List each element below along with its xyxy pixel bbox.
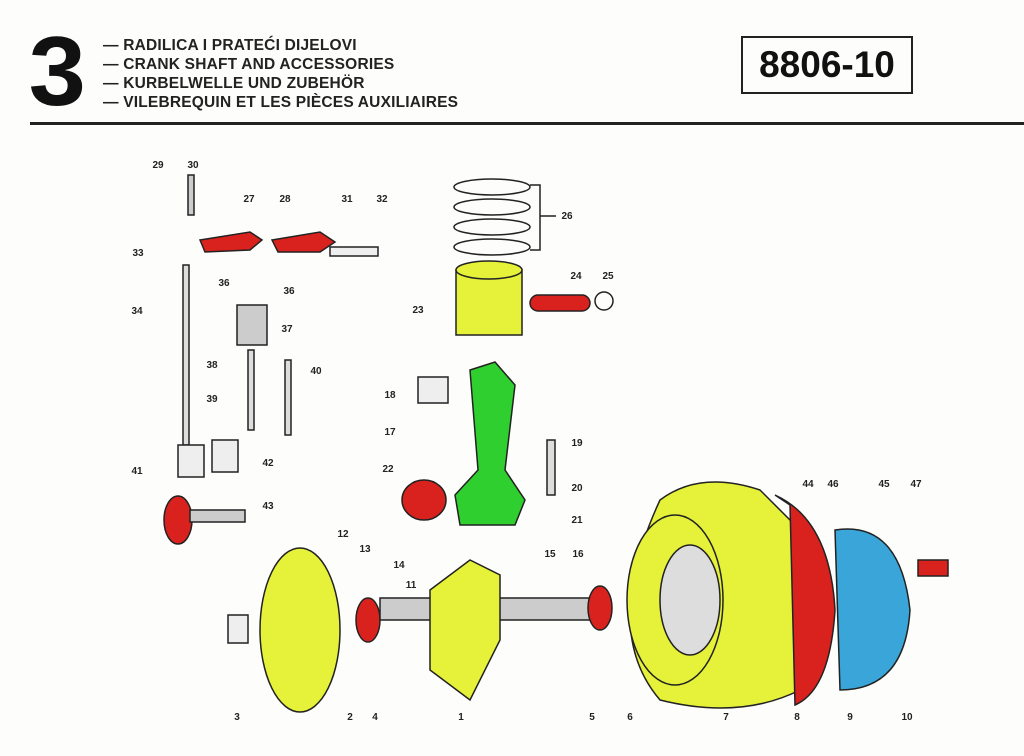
callout-24: 24 <box>570 271 582 282</box>
callout-2: 2 <box>347 712 353 723</box>
bolt-19 <box>546 439 556 496</box>
callout-21: 21 <box>571 515 583 526</box>
header-divider <box>30 122 1024 125</box>
piston-ring-26 <box>453 178 531 196</box>
callout-34: 34 <box>131 306 143 317</box>
callout-20: 20 <box>571 483 583 494</box>
rocker-arm-28 <box>270 231 337 253</box>
callout-29: 29 <box>152 160 164 171</box>
callout-45: 45 <box>878 479 890 490</box>
callout-30: 30 <box>187 160 199 171</box>
callout-36: 36 <box>218 278 230 289</box>
callout-26: 26 <box>561 211 573 222</box>
title-croatian: — RADILICA I PRATEĆI DIJELOVI <box>103 37 357 54</box>
callout-32: 32 <box>376 194 388 205</box>
rocker-arm-27 <box>198 231 264 253</box>
callout-46: 46 <box>827 479 839 490</box>
section-number: 3 <box>28 16 86 126</box>
adjust-screw-30 <box>187 174 195 216</box>
piston-pin-24 <box>529 294 591 312</box>
callout-15: 15 <box>544 549 556 560</box>
connecting-rod-17 <box>454 361 526 526</box>
callout-38: 38 <box>206 360 218 371</box>
ring-gear-8 <box>774 494 836 707</box>
callout-19: 19 <box>571 438 583 449</box>
callout-39: 39 <box>206 394 218 405</box>
valve-spring-37 <box>236 304 268 346</box>
callout-14: 14 <box>393 560 405 571</box>
rocker-shaft-31 <box>329 246 379 257</box>
callout-25: 25 <box>602 271 614 282</box>
section-titles: — RADILICA I PRATEĆI DIJELOVI — CRANK SH… <box>103 36 458 112</box>
callout-12: 12 <box>337 529 349 540</box>
callout-44: 44 <box>802 479 814 490</box>
callout-8: 8 <box>794 712 800 723</box>
callout-6: 6 <box>627 712 633 723</box>
callout-41: 41 <box>131 466 143 477</box>
callout-13: 13 <box>359 544 371 555</box>
callout-16: 16 <box>572 549 584 560</box>
bolt-10 <box>917 559 949 577</box>
callout-9: 9 <box>847 712 853 723</box>
clutch-9 <box>834 528 911 691</box>
callout-28: 28 <box>279 194 291 205</box>
callout-47: 47 <box>910 479 922 490</box>
callout-42: 42 <box>262 458 274 469</box>
bolt-3 <box>227 614 249 644</box>
callout-40: 40 <box>310 366 322 377</box>
callout-23: 23 <box>412 305 424 316</box>
crankshaft-1 <box>429 559 501 702</box>
callout-33: 33 <box>132 248 144 259</box>
callout-18: 18 <box>384 390 396 401</box>
circlip-25 <box>594 291 614 311</box>
callout-11: 11 <box>406 580 417 591</box>
title-french: — VILEBREQUIN ET LES PIÈCES AUXILIAIRES <box>103 94 459 111</box>
bushing-18 <box>417 376 449 404</box>
callout-27: 27 <box>243 194 255 205</box>
bearing-5 <box>587 585 613 631</box>
callout-10: 10 <box>901 712 913 723</box>
callout-43: 43 <box>262 501 274 512</box>
title-german: — KURBELWELLE UND ZUBEHÖR <box>103 75 365 92</box>
part-code-box: 8806-10 <box>741 36 913 94</box>
title-english: — CRANK SHAFT AND ACCESSORIES <box>103 56 395 73</box>
valve-40 <box>284 359 292 436</box>
callout-22: 22 <box>382 464 394 475</box>
callout-17: 17 <box>384 427 396 438</box>
bearing-22 <box>401 479 447 521</box>
callout-36: 36 <box>283 286 295 297</box>
callout-3: 3 <box>234 712 240 723</box>
callout-31: 31 <box>341 194 353 205</box>
callout-37: 37 <box>281 324 293 335</box>
flange-2 <box>259 547 341 713</box>
callout-1: 1 <box>458 712 464 723</box>
flywheel-7 <box>659 544 721 656</box>
valve-39 <box>247 349 255 431</box>
callout-5: 5 <box>589 712 595 723</box>
gear-43 <box>163 495 193 545</box>
push-rod-34 <box>182 264 190 446</box>
tappet-42 <box>211 439 239 473</box>
callout-7: 7 <box>723 712 729 723</box>
seal-4 <box>355 597 381 643</box>
callout-4: 4 <box>372 712 378 723</box>
tappet-41 <box>177 444 205 478</box>
